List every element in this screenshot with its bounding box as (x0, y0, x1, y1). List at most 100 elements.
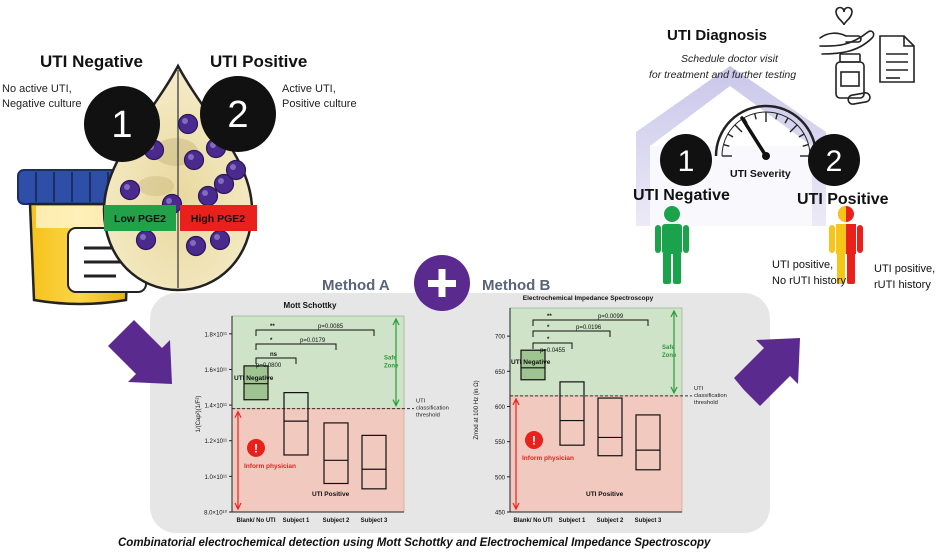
svg-text:1: 1 (678, 145, 695, 178)
mott-schottky-chart: Mott Schottky8.0×10¹⁰1.0×10¹¹1.2×10¹¹1.4… (196, 301, 449, 524)
gauge-tick (775, 113, 779, 120)
note-left-2: No rUTI history (772, 275, 846, 287)
arrow-head (670, 386, 678, 395)
x-tick-label: Subject 1 (559, 518, 586, 524)
arrow-head (234, 502, 242, 511)
uti-positive-annotation: UTI Positive (312, 491, 350, 498)
risk-zone (231, 408, 405, 513)
inform-physician-label: Inform physician (244, 463, 296, 470)
significance-star: ** (270, 324, 275, 330)
bacterium-highlight (190, 240, 196, 246)
svg-text:Low PGE2: Low PGE2 (114, 213, 166, 225)
uti-negative-annotation: UTI Negative (234, 375, 274, 382)
badge-1-negative: 1 (84, 86, 160, 162)
arrow-head (392, 317, 400, 326)
box (323, 422, 349, 485)
y-axis-label: Zmod at 100 Hz (in Ω) (474, 380, 480, 439)
safe-zone-label: Zone (384, 363, 399, 369)
bacterium-icon (185, 235, 207, 257)
arrow-head (392, 399, 400, 407)
p-value-label: p=0.0179 (300, 338, 326, 344)
diag-badge-2: 2 (808, 134, 860, 186)
eis-chart: Electrochemical Impedance Spectroscopy45… (474, 295, 727, 524)
y-tick-label: 550 (495, 440, 506, 446)
x-tick-label: Subject 1 (283, 518, 310, 524)
inform-physician-label: Inform physician (522, 455, 574, 462)
healthy-person-icon (655, 206, 689, 284)
plus-icon (414, 255, 470, 311)
diag-positive-label: UTI Positive (797, 191, 889, 208)
bacterium-icon (197, 185, 219, 207)
threshold-label: classification (416, 406, 449, 412)
box (243, 365, 269, 401)
bacterium-highlight (140, 234, 146, 240)
safe-zone-label: Safe (384, 355, 397, 361)
p-value-label: p=0.0455 (540, 348, 566, 354)
uti-positive-annotation: UTI Positive (586, 491, 624, 498)
gauge-tick (734, 124, 743, 133)
box (520, 349, 546, 381)
box (559, 381, 585, 446)
x-tick-label: Subject 3 (361, 518, 388, 524)
gauge-tick (727, 133, 734, 138)
arrow-head (512, 397, 520, 406)
y-tick-label: 1.4×10¹¹ (204, 404, 227, 410)
box (283, 392, 309, 456)
severity-gauge-icon (714, 104, 818, 160)
diag-negative-label: UTI Negative (633, 187, 730, 204)
bacterium-icon (225, 159, 247, 181)
svg-text:2: 2 (826, 145, 843, 178)
note-left-1: UTI positive, (772, 259, 833, 271)
p-value-label: p=0.0085 (318, 324, 344, 330)
alert-icon (247, 438, 265, 457)
x-tick-label: Blank/ No UTI (236, 518, 275, 524)
box (597, 397, 623, 457)
significance-star: * (270, 338, 273, 344)
uti-negative-annotation: UTI Negative (511, 359, 551, 366)
x-tick-label: Subject 2 (597, 518, 624, 524)
chart-title: Mott Schottky (284, 301, 337, 310)
bacterium-highlight (214, 234, 220, 240)
negative-title: UTI Negative (40, 52, 143, 71)
bacterium-icon (209, 229, 231, 251)
arrow-down-right-icon (108, 320, 172, 384)
gauge-tick (789, 124, 798, 133)
safe-zone-label: Zone (662, 353, 677, 359)
y-tick-label: 1.6×10¹¹ (204, 368, 227, 374)
p-value-label: p=0.0800 (256, 363, 282, 369)
y-tick-label: 650 (495, 370, 506, 376)
method-b-label: Method B (482, 277, 550, 294)
y-tick-label: 1.8×10¹¹ (204, 332, 227, 338)
high-pge2-label: High PGE2 (180, 205, 257, 231)
svg-text:High PGE2: High PGE2 (191, 213, 245, 225)
low-pge2-label: Low PGE2 (104, 205, 176, 231)
box (361, 434, 387, 490)
y-axis-label: 1/(Cap²)(1/F²) (196, 396, 202, 433)
note-right-2: rUTI history (874, 279, 931, 291)
medication-icon (835, 53, 871, 105)
gauge-tick (723, 143, 730, 147)
document-icon (879, 35, 915, 83)
threshold-label: classification (694, 393, 727, 399)
safe-zone-label: Safe (662, 345, 675, 351)
badge-2-positive: 2 (200, 76, 276, 152)
threshold-label: threshold (416, 413, 440, 419)
arrow-head (670, 309, 678, 318)
x-tick-label: Blank/ No UTI (513, 518, 552, 524)
infected-person-icon (829, 206, 863, 284)
significance-bracket (255, 343, 337, 350)
diag-badge-1: 1 (660, 134, 712, 186)
caring-hand-heart-icon (819, 6, 875, 55)
bacterium-icon (183, 149, 205, 171)
y-tick-label: 600 (495, 405, 506, 411)
gauge-tick (802, 143, 809, 147)
p-value-label: p=0.0196 (576, 325, 602, 331)
bacterium-icon (135, 229, 157, 251)
significance-bracket (532, 319, 649, 326)
severity-label: UTI Severity (730, 168, 791, 180)
y-tick-label: 500 (495, 475, 506, 481)
x-tick-label: Subject 3 (635, 518, 662, 524)
significance-bracket (532, 330, 611, 337)
significance-star: * (547, 325, 550, 331)
